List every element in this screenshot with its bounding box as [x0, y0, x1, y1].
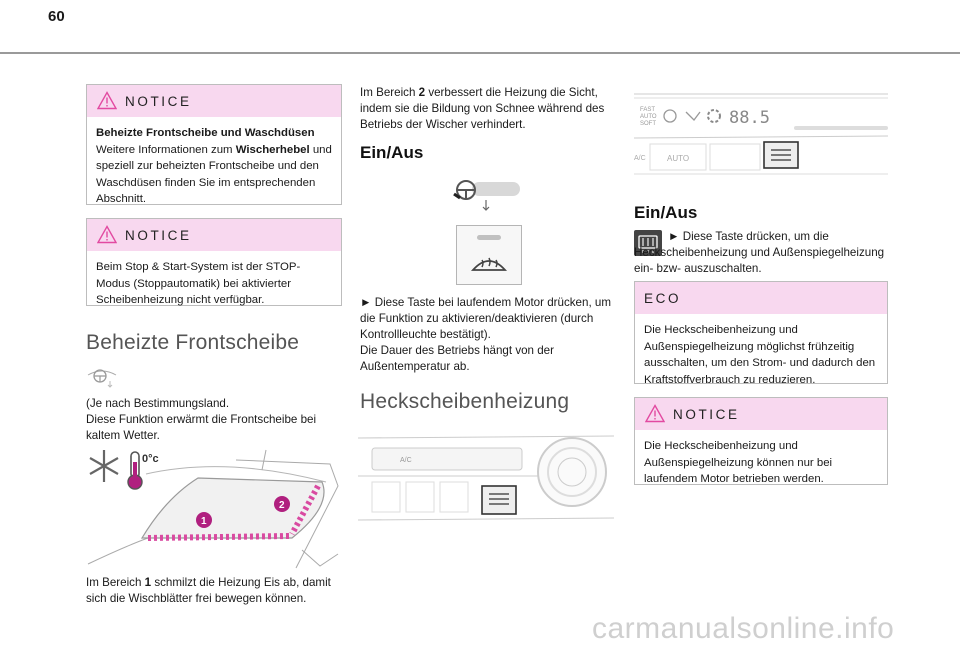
intro-line: Diese Funktion erwärmt die Frontscheibe …	[86, 413, 317, 442]
notice-title: NOTICE	[125, 227, 192, 243]
notice-text: Weitere Informationen zum Wischerhebel u…	[96, 142, 332, 208]
notice-box-wiper: NOTICE Beheizte Frontscheibe und Waschdü…	[86, 84, 342, 205]
zone2-paragraph: Im Bereich 2 verbessert die Heizung die …	[360, 85, 616, 133]
rear-defrost-button-highlight	[481, 485, 517, 515]
notice-box-stopstart: NOTICE Beim Stop & Start-System ist der …	[86, 218, 342, 306]
eco-text: Die Heckscheibenheizung und Außenspiegel…	[644, 324, 876, 386]
front-windscreen-defrost-icon[interactable]	[468, 246, 510, 278]
rear-screen-heating-icon	[638, 235, 658, 253]
console-ac-label: A/C	[400, 457, 412, 464]
notice-text-bold: Wischerhebel	[235, 143, 310, 156]
wiper-stalk-icon	[453, 180, 520, 211]
header-rule	[0, 52, 960, 54]
onoff-heading-front: Ein/Aus	[360, 143, 424, 162]
caption-part: Im Bereich	[86, 576, 145, 589]
auto-mode-label: AUTO	[640, 114, 657, 120]
page-number: 60	[48, 8, 65, 25]
eco-title: ECO	[644, 290, 682, 306]
notice-body: Beheizte Frontscheibe und Waschdüsen Wei…	[87, 117, 341, 216]
watermark: carmanualsonline.info	[592, 612, 895, 645]
notice-box-rear: NOTICE Die Heckscheibenheizung und Außen…	[634, 397, 888, 485]
notice-heading: Beheizte Frontscheibe und Waschdüsen	[96, 127, 315, 139]
climate-display: 88.5	[729, 108, 770, 128]
section-title-heated-windscreen: Beheizte Frontscheibe	[86, 331, 300, 354]
onoff-heading-rear: Ein/Aus	[634, 203, 698, 222]
rear-heating-instruction: ► Diese Taste drücken, um die Heckscheib…	[634, 230, 885, 275]
warning-triangle-icon	[97, 91, 117, 110]
heated-windscreen-icon	[87, 369, 117, 388]
notice-title: NOTICE	[125, 93, 192, 109]
climate-panel-illustration: FAST AUTO SOFT 88.5 A/C AUTO	[634, 93, 888, 175]
front-heating-instructions: ► Diese Taste bei laufendem Motor drücke…	[360, 295, 616, 375]
snowflake-icon	[89, 450, 119, 482]
front-heating-button-frame	[456, 225, 522, 285]
zone-marker-2-label: 2	[279, 500, 285, 511]
zone-marker-2	[274, 496, 290, 512]
fast-label: FAST	[640, 107, 655, 113]
eco-box: ECO Die Heckscheibenheizung und Außenspi…	[634, 281, 888, 386]
zone1-caption: Im Bereich 1 schmilzt die Heizung Eis ab…	[86, 575, 346, 607]
caption-bold: 1	[144, 576, 152, 589]
notice-text-part: Weitere Informationen zum	[96, 143, 236, 156]
indicator-lamp	[477, 235, 501, 240]
rear-defrost-button-icon[interactable]	[634, 230, 662, 256]
eco-header: ECO	[635, 282, 887, 314]
zone-marker-1	[196, 512, 212, 528]
intro-text: (Je nach Bestimmungsland. Diese Funktion…	[86, 396, 346, 444]
warning-triangle-icon	[645, 404, 665, 423]
notice-header: NOTICE	[87, 219, 341, 251]
center-console-illustration: A/C	[358, 435, 614, 521]
notice-text-part: und speziell zur beheizten Frontscheibe …	[96, 143, 332, 206]
notice-header: NOTICE	[87, 85, 341, 117]
thermometer-icon	[127, 451, 143, 490]
zone-marker-1-label: 1	[201, 516, 207, 527]
soft-label: SOFT	[640, 121, 656, 127]
notice-title: NOTICE	[673, 406, 740, 422]
paragraph-bold: 2	[418, 86, 426, 99]
instruction-text: Die Dauer des Betriebs hängt von der Auß…	[360, 344, 554, 373]
notice-text: Beim Stop & Start-System ist der STOP-Mo…	[96, 261, 301, 307]
instruction-text: ► Diese Taste bei laufendem Motor drücke…	[360, 296, 611, 341]
paragraph-part: Im Bereich	[360, 86, 419, 99]
warning-triangle-icon	[97, 225, 117, 244]
caption-part: schmilzt die Heizung Eis ab, damit sich …	[86, 576, 331, 605]
notice-text: Die Heckscheibenheizung und Außenspiegel…	[644, 440, 833, 486]
climate-ac-label: A/C	[634, 155, 646, 162]
windscreen-heating-illustration: 0°c 1 2	[87, 449, 339, 569]
temperature-label: 0°c	[142, 453, 159, 465]
intro-line: (Je nach Bestimmungsland.	[86, 397, 230, 410]
climate-auto-button: AUTO	[667, 154, 689, 163]
notice-header: NOTICE	[635, 398, 887, 430]
paragraph-part: verbessert die Heizung die Sicht, indem …	[360, 86, 605, 131]
section-title-rear-screen: Heckscheibenheizung	[360, 390, 570, 413]
